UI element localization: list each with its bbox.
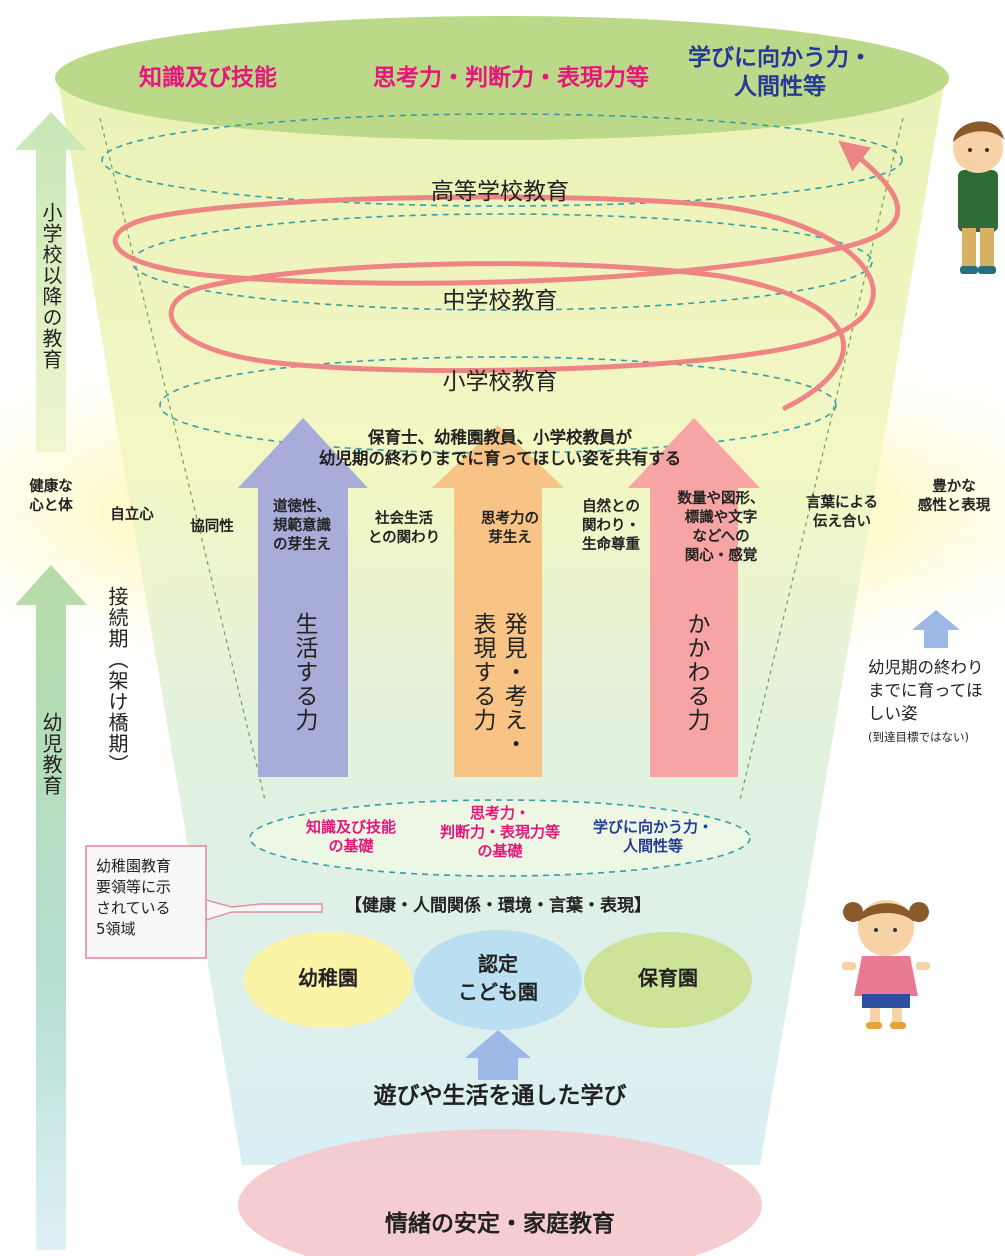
left-arrow-lower bbox=[15, 565, 87, 1250]
play-arrow bbox=[465, 1030, 531, 1080]
five-domains: 【健康・人間関係・環境・言葉・表現】 bbox=[345, 896, 651, 916]
callout-box bbox=[85, 845, 207, 959]
funnel-guide-left bbox=[99, 117, 266, 801]
arrow-living-label: 生活する力 bbox=[291, 612, 318, 732]
goal-thinking: 思考力・判断力・表現力等 bbox=[373, 65, 649, 91]
ability-expression: 豊かな感性と表現 bbox=[917, 479, 991, 514]
stage-middle-school: 中学校教育 bbox=[442, 288, 558, 314]
level-ellipse-middle bbox=[131, 213, 873, 311]
nursery-ellipse bbox=[584, 932, 752, 1028]
stage-elementary-school: 小学校教育 bbox=[442, 369, 558, 395]
funnel-guide-right bbox=[739, 117, 904, 801]
arrow-engage bbox=[628, 418, 760, 777]
level-ellipse-high bbox=[101, 113, 903, 207]
label-after-elementary: 小学校以降の教育 bbox=[39, 202, 63, 370]
kindergarten-label: 幼稚園 bbox=[298, 966, 358, 990]
girl-figure bbox=[842, 900, 930, 1029]
shared-statement: 保育士、幼稚園教員、小学校教員が 幼児期の終わりまでに育ってほしい姿を共有する bbox=[318, 428, 682, 468]
ability-social-life: 社会生活との関わり bbox=[367, 511, 441, 546]
label-early-childhood: 幼児教育 bbox=[39, 712, 63, 796]
goal-knowledge: 知識及び技能 bbox=[139, 65, 277, 91]
foundation-thinking: 思考力・ 判断力・表現力等 の基礎 bbox=[439, 804, 560, 860]
label-connection-period: 接続期（架け橋期） bbox=[105, 586, 129, 775]
ability-language: 言葉による伝え合い bbox=[805, 495, 879, 530]
arrow-discover-label: 発見・考え・表現する力 bbox=[469, 612, 527, 756]
foundation-learning: 学びに向かう力・ 人間性等 bbox=[592, 818, 713, 855]
ability-cooperation: 協同性 bbox=[190, 519, 234, 535]
callout-pointer bbox=[205, 899, 323, 921]
certified-ellipse bbox=[414, 930, 582, 1030]
base-ellipse bbox=[238, 1129, 762, 1256]
top-ellipse bbox=[55, 16, 949, 140]
arrow-discover bbox=[432, 425, 564, 777]
ability-morality: 道徳性、規範意識の芽生え bbox=[273, 499, 331, 553]
spiral-arrow bbox=[112, 140, 901, 411]
arrow-engage-label: かかわる力 bbox=[683, 612, 710, 732]
right-small-arrow bbox=[912, 610, 960, 648]
foundation-knowledge: 知識及び技能 の基礎 bbox=[305, 818, 396, 855]
foundation-ellipse bbox=[249, 799, 751, 877]
right-note: 幼児期の終わり までに育ってほ しい姿 (到達目標ではない) bbox=[868, 658, 984, 745]
ability-independence: 自立心 bbox=[110, 507, 154, 523]
arrow-living bbox=[238, 418, 368, 777]
certified-label: 認定 こども園 bbox=[458, 952, 538, 1004]
kindergarten-ellipse bbox=[244, 932, 412, 1028]
goal-learning: 学びに向かう力・ 人間性等 bbox=[688, 45, 872, 100]
ability-nature: 自然との関わり・生命尊重 bbox=[582, 499, 640, 553]
left-arrow-upper bbox=[15, 112, 87, 452]
play-learning: 遊びや生活を通した学び bbox=[373, 1083, 627, 1109]
level-ellipse-elementary bbox=[159, 356, 837, 454]
stage-high-school: 高等学校教育 bbox=[431, 179, 569, 205]
nursery-label: 保育園 bbox=[638, 966, 698, 990]
boy-figure bbox=[953, 121, 1004, 274]
ability-health: 健康な心と体 bbox=[29, 479, 73, 514]
ability-numbers-letters: 数量や図形、標識や文字などへの関心・感覚 bbox=[677, 491, 765, 564]
base-label: 情緒の安定・家庭教育 bbox=[385, 1211, 615, 1237]
ability-thinking-sprouts: 思考力の芽生え bbox=[481, 511, 539, 546]
callout-text: 幼稚園教育 要領等に示 されている 5領域 bbox=[96, 857, 172, 938]
